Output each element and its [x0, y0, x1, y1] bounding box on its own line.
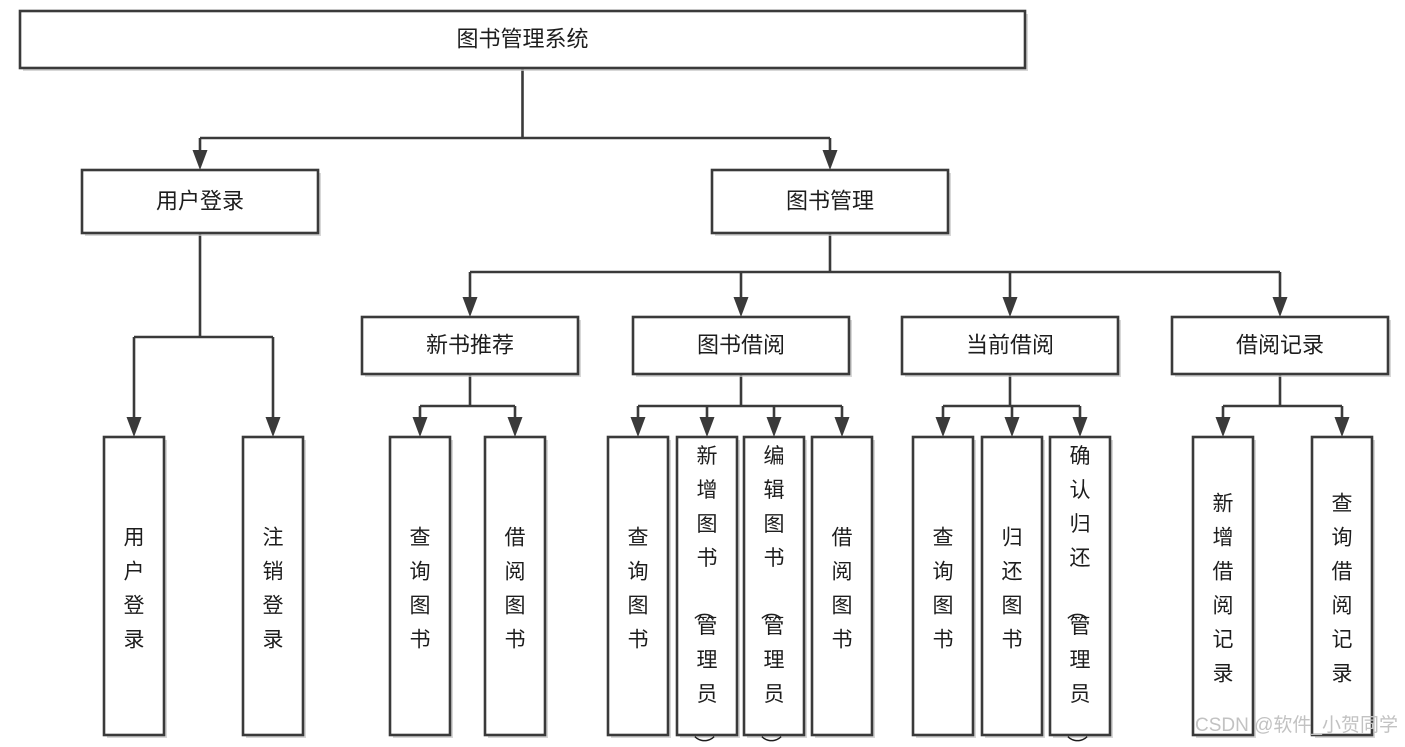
- node-label: 查询图书: [933, 527, 954, 652]
- level3-node-current-borrow[interactable]: 当前借阅: [900, 315, 1121, 377]
- leaf-node-leaf-add-book[interactable]: 新增图书（管理员）: [675, 435, 740, 747]
- node-label: 当前借阅: [966, 332, 1054, 357]
- node-label: 确认归还（管理员）: [1065, 445, 1091, 747]
- node-rect[interactable]: [1310, 435, 1374, 737]
- node-rect[interactable]: [742, 435, 806, 737]
- node-rect[interactable]: [810, 435, 874, 737]
- connector-group-root: [192, 68, 838, 170]
- node-rect[interactable]: [18, 9, 1027, 70]
- arrow-head-icon: [1004, 417, 1020, 437]
- connector-group-book-borrow: [630, 374, 850, 437]
- node-rect[interactable]: [631, 315, 851, 376]
- node-rect[interactable]: [606, 435, 670, 737]
- node-label: 用户登录: [156, 188, 244, 213]
- node-rect[interactable]: [102, 435, 166, 737]
- connector-group-new-book-recommend: [412, 374, 523, 437]
- connector-group-book-manage: [462, 233, 1288, 317]
- connector-layer: [126, 68, 1350, 437]
- arrow-head-icon: [1215, 417, 1231, 437]
- level3-node-borrow-record[interactable]: 借阅记录: [1170, 315, 1391, 377]
- arrow-head-icon: [834, 417, 850, 437]
- node-label: 查询图书: [628, 527, 649, 652]
- node-rect[interactable]: [1048, 435, 1112, 737]
- node-rect[interactable]: [388, 435, 452, 737]
- node-label: 注销登录: [263, 527, 284, 652]
- arrow-head-icon: [935, 417, 951, 437]
- node-rect[interactable]: [241, 435, 305, 737]
- leaf-node-leaf-query-book-current[interactable]: 查询图书: [911, 435, 976, 738]
- node-rect[interactable]: [675, 435, 739, 737]
- node-label: 借阅记录: [1236, 332, 1324, 357]
- node-label: 借阅图书: [505, 527, 526, 652]
- connector-group-borrow-record: [1215, 374, 1350, 437]
- node-rect[interactable]: [1170, 315, 1390, 376]
- leaf-node-leaf-borrow-book-recommend[interactable]: 借阅图书: [483, 435, 548, 738]
- arrow-head-icon: [192, 150, 208, 170]
- leaf-node-leaf-query-book-recommend[interactable]: 查询图书: [388, 435, 453, 738]
- node-rect[interactable]: [710, 168, 950, 235]
- arrow-head-icon: [630, 417, 646, 437]
- leaf-node-leaf-confirm-return[interactable]: 确认归还（管理员）: [1048, 435, 1113, 747]
- node-label: 新增借阅记录: [1213, 493, 1234, 686]
- arrow-head-icon: [507, 417, 523, 437]
- root-node-root[interactable]: 图书管理系统: [18, 9, 1028, 71]
- node-label: 查询图书: [410, 527, 431, 652]
- node-label: 用户登录: [124, 527, 145, 652]
- node-rect[interactable]: [80, 168, 320, 235]
- node-label: 图书管理系统: [456, 26, 588, 51]
- node-rect[interactable]: [911, 435, 975, 737]
- leaf-node-leaf-return-book[interactable]: 归还图书: [980, 435, 1045, 738]
- node-label: 新书推荐: [426, 332, 514, 357]
- arrow-head-icon: [699, 417, 715, 437]
- connector-group-user-login: [126, 233, 281, 437]
- node-rect[interactable]: [360, 315, 580, 376]
- arrow-head-icon: [126, 417, 142, 437]
- level3-node-new-book-recommend[interactable]: 新书推荐: [360, 315, 581, 377]
- leaf-node-leaf-add-borrow-record[interactable]: 新增借阅记录: [1191, 435, 1256, 738]
- arrow-head-icon: [1002, 297, 1018, 317]
- node-label: 新增图书（管理员）: [692, 445, 718, 747]
- node-rect[interactable]: [980, 435, 1044, 737]
- node-label: 编辑图书（管理员）: [759, 445, 785, 747]
- arrow-head-icon: [766, 417, 782, 437]
- arrow-head-icon: [733, 297, 749, 317]
- level2-node-book-manage[interactable]: 图书管理: [710, 168, 951, 236]
- arrow-head-icon: [462, 297, 478, 317]
- node-label: 图书借阅: [697, 332, 785, 357]
- node-rect[interactable]: [900, 315, 1120, 376]
- node-label: 查询借阅记录: [1332, 493, 1353, 686]
- leaf-node-leaf-edit-book[interactable]: 编辑图书（管理员）: [742, 435, 807, 747]
- watermark-label: CSDN @软件_小贺同学: [1195, 714, 1398, 736]
- leaf-node-leaf-query-book-borrow[interactable]: 查询图书: [606, 435, 671, 738]
- level2-node-user-login[interactable]: 用户登录: [80, 168, 321, 236]
- node-layer: 图书管理系统用户登录图书管理新书推荐图书借阅当前借阅借阅记录用户登录注销登录查询…: [18, 9, 1391, 747]
- node-label: 借阅图书: [832, 527, 853, 652]
- leaf-node-leaf-query-borrow-record[interactable]: 查询借阅记录: [1310, 435, 1375, 738]
- node-label: 归还图书: [1002, 527, 1023, 652]
- leaf-node-leaf-user-login[interactable]: 用户登录: [102, 435, 167, 738]
- connector-group-current-borrow: [935, 374, 1088, 437]
- arrow-head-icon: [412, 417, 428, 437]
- arrow-head-icon: [1334, 417, 1350, 437]
- leaf-node-leaf-logout[interactable]: 注销登录: [241, 435, 306, 738]
- node-rect[interactable]: [483, 435, 547, 737]
- node-rect[interactable]: [1191, 435, 1255, 737]
- leaf-node-leaf-borrow-book[interactable]: 借阅图书: [810, 435, 875, 738]
- node-label: 图书管理: [786, 188, 874, 213]
- arrow-head-icon: [1272, 297, 1288, 317]
- level3-node-book-borrow[interactable]: 图书借阅: [631, 315, 852, 377]
- arrow-head-icon: [265, 417, 281, 437]
- arrow-head-icon: [1072, 417, 1088, 437]
- arrow-head-icon: [822, 150, 838, 170]
